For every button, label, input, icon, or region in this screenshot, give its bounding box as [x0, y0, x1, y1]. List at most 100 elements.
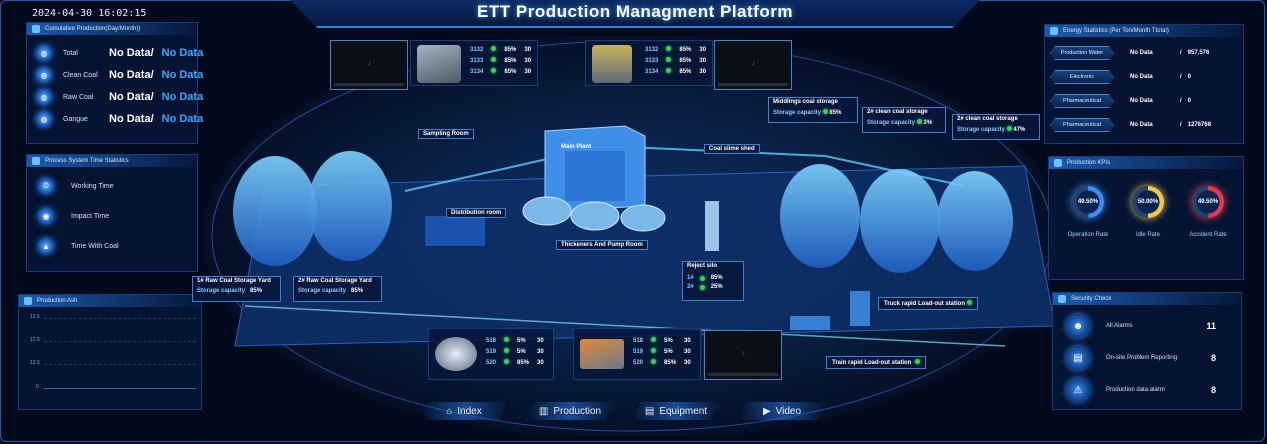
kpi-row: 49.50% Operation Rate 50.00% Idle Rate 4…	[1058, 186, 1238, 238]
energy-label: Electronic	[1050, 70, 1114, 84]
energy-sep: /	[1180, 74, 1182, 80]
security-label: All Alarms	[1106, 323, 1133, 329]
ash-gridline	[44, 341, 196, 342]
cumulative-label: Raw Coal	[63, 93, 94, 101]
callout-distribution[interactable]: Distribution room	[446, 208, 507, 218]
coal-icon: ◍	[36, 89, 52, 105]
video-feed-bottom[interactable]: ♪	[704, 330, 782, 380]
nav-video[interactable]: ▶Video	[738, 402, 826, 420]
kpi-accident: 49.50% Accident Rate	[1178, 186, 1238, 238]
cumulative-month: No Data	[161, 113, 204, 125]
ash-tick: 0	[36, 384, 39, 390]
cumulative-production-panel: Cumulative Production(Day/Month))	[26, 22, 198, 144]
video-feed-top-right[interactable]: ♪	[714, 40, 792, 90]
callout-yard-1[interactable]: 1# Raw Coal Storage Yard Storage capacit…	[192, 276, 281, 302]
energy-value: No Data	[1130, 98, 1153, 104]
callout-train-station[interactable]: Train rapid Load-out station	[826, 356, 926, 369]
cumulative-sep: /	[150, 47, 154, 59]
equipment-icon: ▤	[644, 405, 655, 417]
panel-header-icon	[24, 297, 32, 305]
report-icon: ▤	[1066, 346, 1090, 370]
kpi-idle: 50.00% Idle Rate	[1118, 186, 1178, 238]
process-label: Working Time	[71, 182, 114, 190]
kpi-label: Accident Rate	[1189, 232, 1227, 238]
security-row-onsite[interactable]: ▤ On-site Problem Reporting 8	[1066, 346, 1216, 370]
security-value: 11	[1206, 321, 1216, 331]
energy-total: 0	[1187, 74, 1192, 80]
callout-middlings[interactable]: Middlings coal storage Storage capacity …	[768, 97, 858, 123]
security-row-alarms[interactable]: ☻ All Alarms 11	[1066, 314, 1216, 338]
cumulative-sep: /	[150, 91, 154, 103]
page-title: ETT Production Managment Platform	[477, 2, 793, 21]
callout-reject-silo[interactable]: Reject silo 1#85% 2#25%	[682, 261, 744, 301]
nav-index[interactable]: ⌂Index	[420, 402, 508, 420]
energy-value: No Data	[1130, 122, 1153, 128]
kpi-ring: 49.50%	[1192, 186, 1224, 218]
callout-main-plant[interactable]: Main Plant	[561, 144, 592, 150]
panel-header: Process System Time Statistics	[27, 155, 197, 167]
status-dot	[699, 275, 705, 281]
nav-production[interactable]: ▥Production	[526, 402, 614, 420]
energy-heading: Energy Statistics (Per Ton/Month Ttotal)	[1063, 28, 1169, 34]
coal-icon: ◍	[36, 111, 52, 127]
panel-header: Security Check	[1053, 293, 1241, 305]
panel-header-icon	[1054, 159, 1062, 167]
callout-coal-slime[interactable]: Coal slime shed	[704, 144, 760, 154]
panel-header: Cumulative Production(Day/Month))	[27, 23, 197, 35]
main-plant-building	[544, 125, 646, 212]
callout-yard-2[interactable]: 2# Raw Coal Storage Yard Storage capacit…	[293, 276, 382, 302]
video-feed-top-left[interactable]: ♪	[330, 40, 408, 90]
energy-sep: /	[1180, 122, 1182, 128]
callout-sampling-room[interactable]: Sampling Room	[418, 129, 474, 139]
process-row-working: ⏱ Working Time	[38, 178, 114, 194]
energy-total: 957.576	[1187, 50, 1210, 56]
energy-value: No Data	[1130, 74, 1153, 80]
clock: 2024-04-30 16:02:15	[32, 8, 147, 19]
cumulative-day: No Data	[109, 47, 151, 59]
thickener-equipment-image	[435, 337, 477, 371]
cumulative-month: No Data	[161, 47, 204, 59]
energy-value: No Data	[1130, 50, 1153, 56]
tank-equipment-image	[592, 45, 632, 83]
callout-clean-coal-2b[interactable]: 2# clean coal storage Storage capacity 4…	[952, 114, 1040, 140]
energy-row: Electronic No Data / 0	[1050, 70, 1191, 84]
cumulative-sep: /	[150, 113, 154, 125]
clock-icon: ⏱	[38, 178, 54, 194]
ash-gridline	[44, 318, 196, 319]
callout-clean-coal-2a[interactable]: 2# clean coal storage Storage capacity 3…	[862, 107, 946, 133]
right-domes	[780, 164, 1013, 273]
kpi-operation: 49.50% Operation Rate	[1058, 186, 1118, 238]
coal-icon: ◍	[36, 45, 52, 61]
callout-truck-station[interactable]: Truck rapid Load-out station	[878, 297, 978, 310]
truck-station	[850, 291, 870, 326]
coal-icon: ◍	[36, 67, 52, 83]
energy-label: Pharmaceutical	[1050, 94, 1114, 108]
security-label: Production data alarm	[1106, 387, 1165, 393]
nav-equipment[interactable]: ▤Equipment	[632, 402, 720, 420]
factory-icon: ▥	[538, 405, 549, 417]
yard-title: 1# Raw Coal Storage Yard	[197, 278, 271, 284]
video-icon: ▶	[762, 405, 771, 417]
kpi-ring: 50.00%	[1132, 186, 1164, 218]
cumulative-heading: Cumulative Production(Day/Month))	[45, 26, 141, 32]
security-value: 8	[1210, 353, 1216, 363]
security-row-data[interactable]: ⚠ Production data alarm 8	[1066, 378, 1216, 402]
rail-line	[244, 305, 1006, 347]
distribution-building	[425, 216, 485, 246]
train-station	[790, 316, 830, 330]
callout-thickener[interactable]: Thickeners And Pump Room	[556, 240, 648, 250]
reject-silo-row: 1#85%	[687, 275, 723, 281]
